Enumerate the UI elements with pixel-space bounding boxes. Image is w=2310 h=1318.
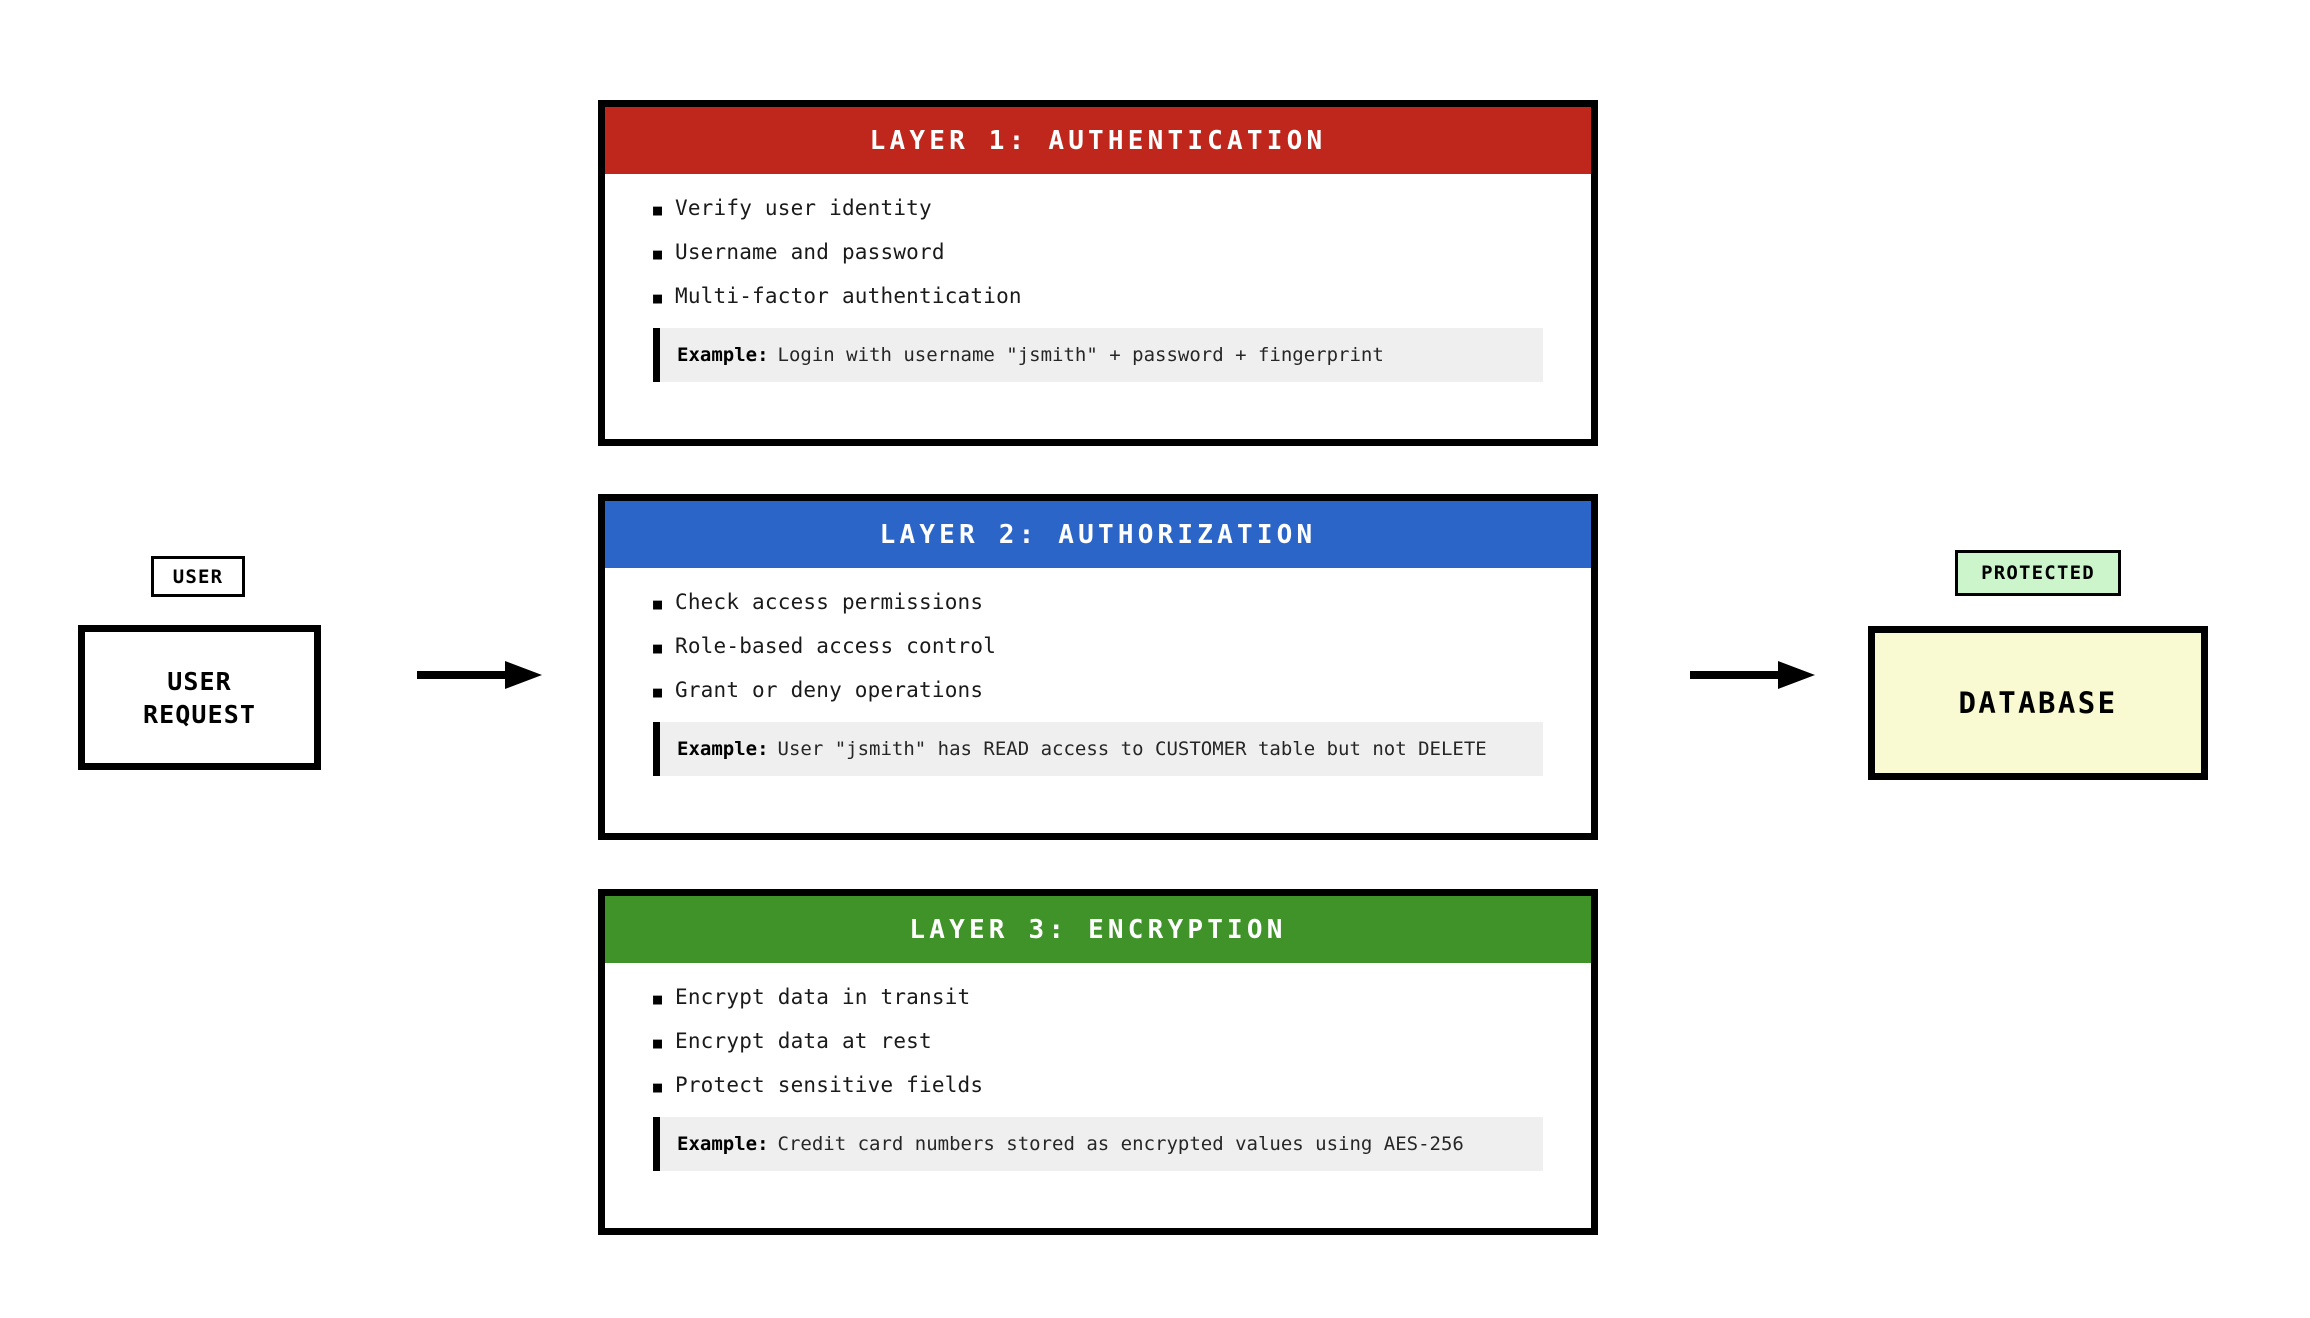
bullet-label: Role-based access control — [675, 634, 997, 658]
example-callout: Example: User "jsmith" has READ access t… — [653, 722, 1543, 776]
bullet-item: ■ Check access permissions — [653, 590, 1543, 614]
bullet-label: Protect sensitive fields — [675, 1073, 984, 1097]
bullet-item: ■ Verify user identity — [653, 196, 1543, 220]
example-label: Example: — [677, 738, 769, 760]
bullet-item: ■ Role-based access control — [653, 634, 1543, 658]
square-bullet-icon: ■ — [653, 201, 663, 219]
bullet-item: ■ Encrypt data in transit — [653, 985, 1543, 1009]
example-callout: Example: Login with username "jsmith" + … — [653, 328, 1543, 382]
arrow-right-icon — [1690, 661, 1815, 689]
bullet-label: Encrypt data in transit — [675, 985, 971, 1009]
protected-badge: PROTECTED — [1955, 550, 2121, 596]
user-request-box: USER REQUEST — [78, 625, 321, 770]
example-callout: Example: Credit card numbers stored as e… — [653, 1117, 1543, 1171]
example-text: Credit card numbers stored as encrypted … — [777, 1133, 1464, 1155]
layer-card-authentication: LAYER 1: AUTHENTICATION ■ Verify user id… — [598, 100, 1598, 446]
bullet-item: ■ Protect sensitive fields — [653, 1073, 1543, 1097]
bullet-item: ■ Username and password — [653, 240, 1543, 264]
example-label: Example: — [677, 344, 769, 366]
layer-title: LAYER 1: AUTHENTICATION — [869, 125, 1327, 156]
square-bullet-icon: ■ — [653, 595, 663, 613]
layer-body: ■ Encrypt data in transit ■ Encrypt data… — [605, 963, 1591, 1228]
bullet-item: ■ Multi-factor authentication — [653, 284, 1543, 308]
database-label: DATABASE — [1958, 686, 2118, 720]
example-text: Login with username "jsmith" + password … — [777, 344, 1384, 366]
layer-card-authorization: LAYER 2: AUTHORIZATION ■ Check access pe… — [598, 494, 1598, 840]
user-badge-label: USER — [172, 565, 224, 588]
square-bullet-icon: ■ — [653, 990, 663, 1008]
layer-title: LAYER 2: AUTHORIZATION — [879, 519, 1317, 550]
user-request-line-1: USER — [167, 666, 232, 696]
square-bullet-icon: ■ — [653, 245, 663, 263]
square-bullet-icon: ■ — [653, 1078, 663, 1096]
bullet-label: Grant or deny operations — [675, 678, 984, 702]
database-box: DATABASE — [1868, 626, 2208, 780]
bullet-label: Verify user identity — [675, 196, 932, 220]
square-bullet-icon: ■ — [653, 683, 663, 701]
square-bullet-icon: ■ — [653, 639, 663, 657]
bullet-label: Multi-factor authentication — [675, 284, 1022, 308]
square-bullet-icon: ■ — [653, 1034, 663, 1052]
layer-body: ■ Check access permissions ■ Role-based … — [605, 568, 1591, 833]
bullet-item: ■ Grant or deny operations — [653, 678, 1543, 702]
bullet-label: Username and password — [675, 240, 945, 264]
layer-body: ■ Verify user identity ■ Username and pa… — [605, 174, 1591, 439]
bullet-item: ■ Encrypt data at rest — [653, 1029, 1543, 1053]
layer-card-encryption: LAYER 3: ENCRYPTION ■ Encrypt data in tr… — [598, 889, 1598, 1235]
protected-badge-label: PROTECTED — [1981, 562, 2095, 584]
user-badge: USER — [151, 556, 245, 597]
arrow-right-icon — [417, 661, 542, 689]
square-bullet-icon: ■ — [653, 289, 663, 307]
layer-title: LAYER 3: ENCRYPTION — [909, 914, 1287, 945]
layer-header-encryption: LAYER 3: ENCRYPTION — [605, 896, 1591, 963]
layer-header-authorization: LAYER 2: AUTHORIZATION — [605, 501, 1591, 568]
bullet-label: Check access permissions — [675, 590, 984, 614]
bullet-label: Encrypt data at rest — [675, 1029, 932, 1053]
example-text: User "jsmith" has READ access to CUSTOME… — [777, 738, 1487, 760]
example-label: Example: — [677, 1133, 769, 1155]
layer-header-authentication: LAYER 1: AUTHENTICATION — [605, 107, 1591, 174]
user-request-line-2: REQUEST — [142, 699, 257, 729]
